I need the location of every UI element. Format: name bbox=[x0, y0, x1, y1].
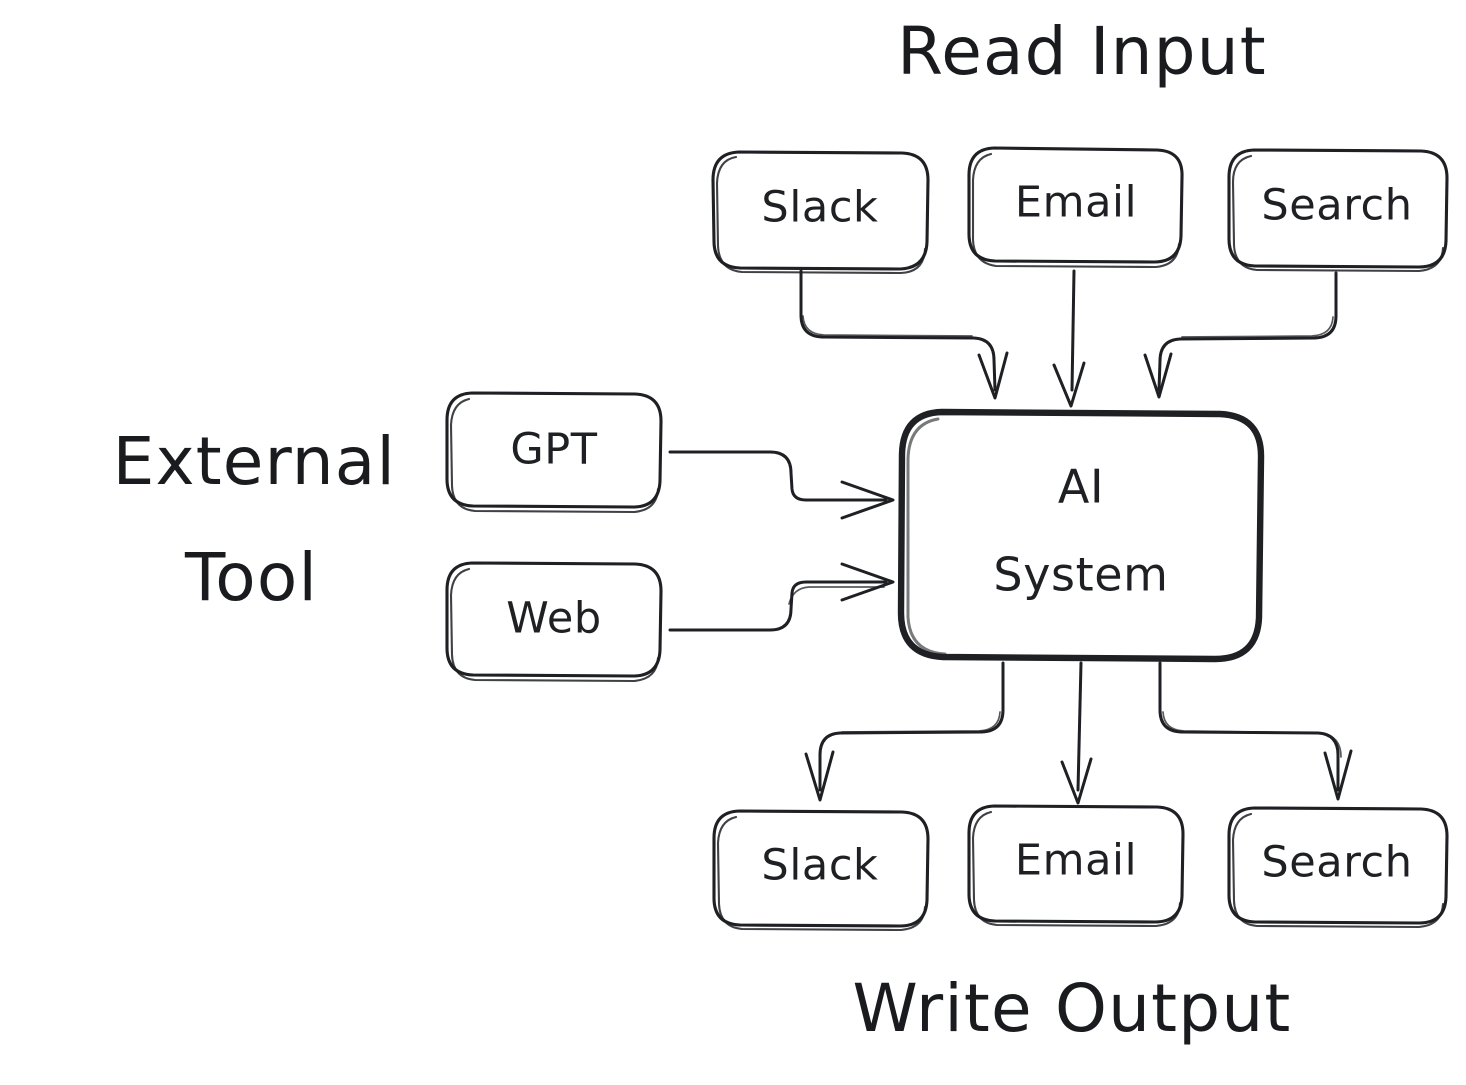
node-input-email[interactable]: Email bbox=[967, 146, 1184, 269]
node-output-email-label: Email bbox=[1015, 836, 1137, 886]
node-tool-web-label: Web bbox=[506, 594, 602, 644]
node-output-slack[interactable]: Slack bbox=[712, 809, 930, 932]
edge-web-to-ai bbox=[668, 562, 895, 632]
edge-search-to-ai bbox=[1143, 271, 1338, 399]
node-input-slack[interactable]: Slack bbox=[711, 150, 930, 275]
node-tool-gpt-label: GPT bbox=[510, 425, 597, 475]
edge-email-to-ai bbox=[1052, 269, 1086, 408]
group-label-external-tool-line1: External bbox=[113, 423, 396, 500]
node-tool-gpt[interactable]: GPT bbox=[445, 391, 663, 514]
group-label-external-tool-line2: Tool bbox=[184, 539, 318, 616]
node-input-email-label: Email bbox=[1015, 178, 1137, 228]
node-output-search-label: Search bbox=[1261, 838, 1412, 888]
node-input-search-label: Search bbox=[1261, 181, 1412, 231]
node-ai-system[interactable]: AI System bbox=[897, 408, 1265, 663]
edge-ai-to-search bbox=[1158, 661, 1353, 801]
group-label-read-input: Read Input bbox=[897, 13, 1267, 90]
node-ai-system-label-line1: AI bbox=[1058, 460, 1104, 514]
node-tool-web[interactable]: Web bbox=[445, 561, 663, 683]
group-label-write-output: Write Output bbox=[853, 970, 1292, 1047]
node-output-slack-label: Slack bbox=[761, 841, 878, 891]
edge-slack-to-ai bbox=[799, 269, 1009, 400]
node-output-search[interactable]: Search bbox=[1227, 806, 1449, 929]
node-ai-system-label-line2: System bbox=[993, 548, 1168, 602]
edge-ai-to-slack bbox=[804, 661, 1005, 802]
edge-gpt-to-ai bbox=[668, 450, 895, 520]
node-input-slack-label: Slack bbox=[761, 183, 878, 233]
node-input-search[interactable]: Search bbox=[1227, 148, 1449, 273]
node-output-email[interactable]: Email bbox=[967, 804, 1185, 928]
edge-ai-to-email bbox=[1060, 661, 1093, 805]
